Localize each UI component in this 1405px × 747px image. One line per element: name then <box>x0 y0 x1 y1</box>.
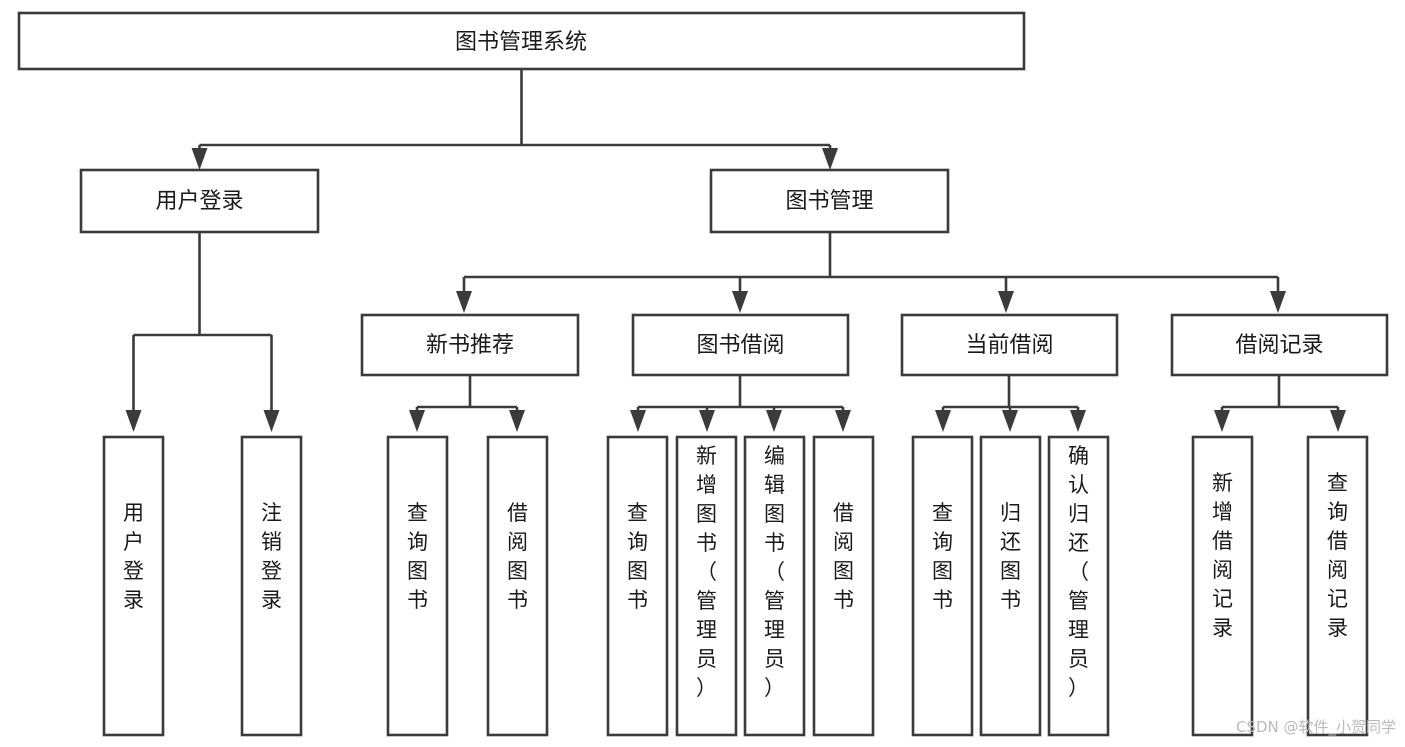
arrow-to-leaf-query-book-3 <box>935 410 951 432</box>
connector-layer <box>125 69 1346 432</box>
node-leaf-query-book-1-box[interactable] <box>386 435 449 737</box>
node-root[interactable]: 图书管理系统 <box>17 11 1026 71</box>
node-leaf-return-book-label: 归还图书 <box>1000 501 1021 612</box>
node-borrow-record[interactable]: 借阅记录 <box>1170 313 1389 377</box>
node-current-borrow-label: 当前借阅 <box>965 333 1053 358</box>
node-leaf-user-login[interactable]: 用户登录 <box>102 435 165 737</box>
node-leaf-add-record-label: 新增借阅记录 <box>1212 471 1233 640</box>
arrow-to-book-borrow <box>732 291 748 313</box>
arrow-to-current-borrow <box>998 291 1014 313</box>
node-leaf-query-record-box[interactable] <box>1306 435 1369 737</box>
node-new-book-recommend-box[interactable] <box>360 313 580 377</box>
arrow-to-leaf-query-record <box>1330 410 1346 432</box>
node-current-borrow-box[interactable] <box>900 313 1119 377</box>
node-leaf-add-book-label: 新增图书（管理员） <box>696 444 717 700</box>
node-leaf-query-book-2-label: 查询图书 <box>627 501 648 612</box>
node-leaf-query-book-3[interactable]: 查询图书 <box>911 435 974 737</box>
node-borrow-record-label: 借阅记录 <box>1235 333 1323 358</box>
node-borrow-record-box[interactable] <box>1170 313 1389 377</box>
node-book-borrow-label: 图书借阅 <box>696 333 784 358</box>
node-user-login-box[interactable] <box>79 168 320 234</box>
node-book-management-box[interactable] <box>709 168 950 234</box>
arrow-to-book-management <box>822 148 838 170</box>
node-leaf-borrow-book-2-box[interactable] <box>812 435 875 737</box>
node-leaf-borrow-book-2-label: 借阅图书 <box>833 501 854 612</box>
node-leaf-edit-book-box[interactable] <box>743 435 806 737</box>
arrow-to-leaf-borrow-book-2 <box>835 410 851 432</box>
arrow-to-leaf-confirm-return <box>1070 410 1086 432</box>
node-leaf-user-logout-box[interactable] <box>240 435 303 737</box>
node-leaf-borrow-book-1[interactable]: 借阅图书 <box>486 435 549 737</box>
arrow-to-leaf-query-book-1 <box>409 410 425 432</box>
node-leaf-user-login-label: 用户登录 <box>123 501 144 612</box>
node-leaf-query-book-2[interactable]: 查询图书 <box>606 435 669 737</box>
arrow-to-leaf-user-login <box>125 410 142 432</box>
arrow-to-user-login <box>191 148 208 170</box>
node-leaf-add-book[interactable]: 新增图书（管理员） <box>675 435 738 737</box>
node-leaf-user-logout-label: 注销登录 <box>261 501 282 612</box>
node-leaf-edit-book[interactable]: 编辑图书（管理员） <box>743 435 806 737</box>
arrow-to-borrow-record <box>1270 291 1286 313</box>
node-book-management[interactable]: 图书管理 <box>709 168 950 234</box>
node-leaf-user-login-box[interactable] <box>102 435 165 737</box>
node-leaf-confirm-return[interactable]: 确认归还（管理员） <box>1047 435 1110 737</box>
arrow-to-leaf-user-logout <box>263 410 280 432</box>
node-book-borrow-box[interactable] <box>631 313 850 377</box>
node-book-management-label: 图书管理 <box>785 189 873 214</box>
node-new-book-recommend[interactable]: 新书推荐 <box>360 313 580 377</box>
arrow-to-new-book-recommend <box>456 291 472 313</box>
node-leaf-confirm-return-label: 确认归还（管理员） <box>1068 444 1089 700</box>
node-root-label: 图书管理系统 <box>455 30 587 55</box>
node-leaf-return-book-box[interactable] <box>979 435 1042 737</box>
node-leaf-borrow-book-2[interactable]: 借阅图书 <box>812 435 875 737</box>
node-root-box[interactable] <box>17 11 1026 71</box>
node-leaf-confirm-return-box[interactable] <box>1047 435 1110 737</box>
node-current-borrow[interactable]: 当前借阅 <box>900 313 1119 377</box>
node-leaf-edit-book-label: 编辑图书（管理员） <box>764 444 785 700</box>
node-leaf-query-book-3-box[interactable] <box>911 435 974 737</box>
node-leaf-user-logout[interactable]: 注销登录 <box>240 435 303 737</box>
node-leaf-add-book-box[interactable] <box>675 435 738 737</box>
node-leaf-query-record-label: 查询借阅记录 <box>1327 471 1348 640</box>
node-book-borrow[interactable]: 图书借阅 <box>631 313 850 377</box>
node-leaf-return-book[interactable]: 归还图书 <box>979 435 1042 737</box>
arrow-to-leaf-borrow-book-1 <box>509 410 525 432</box>
node-leaf-query-record[interactable]: 查询借阅记录 <box>1306 435 1369 737</box>
node-leaf-add-record[interactable]: 新增借阅记录 <box>1191 435 1254 737</box>
arrow-to-leaf-add-record <box>1214 410 1230 432</box>
csdn-watermark: CSDN @软件_小贺同学 <box>1236 718 1396 737</box>
node-new-book-recommend-label: 新书推荐 <box>426 333 514 358</box>
arrow-to-leaf-edit-book <box>766 410 782 432</box>
node-leaf-borrow-book-1-label: 借阅图书 <box>507 501 528 612</box>
node-leaf-query-book-1[interactable]: 查询图书 <box>386 435 449 737</box>
node-user-login[interactable]: 用户登录 <box>79 168 320 234</box>
node-leaf-borrow-book-1-box[interactable] <box>486 435 549 737</box>
arrow-to-leaf-query-book-2 <box>630 410 646 432</box>
node-leaf-query-book-3-label: 查询图书 <box>932 501 953 612</box>
node-user-login-label: 用户登录 <box>155 189 243 214</box>
node-leaf-query-book-2-box[interactable] <box>606 435 669 737</box>
arrow-to-leaf-return-book <box>1002 410 1018 432</box>
node-leaf-query-book-1-label: 查询图书 <box>407 501 428 612</box>
arrow-to-leaf-add-book <box>699 410 715 432</box>
node-leaf-add-record-box[interactable] <box>1191 435 1254 737</box>
